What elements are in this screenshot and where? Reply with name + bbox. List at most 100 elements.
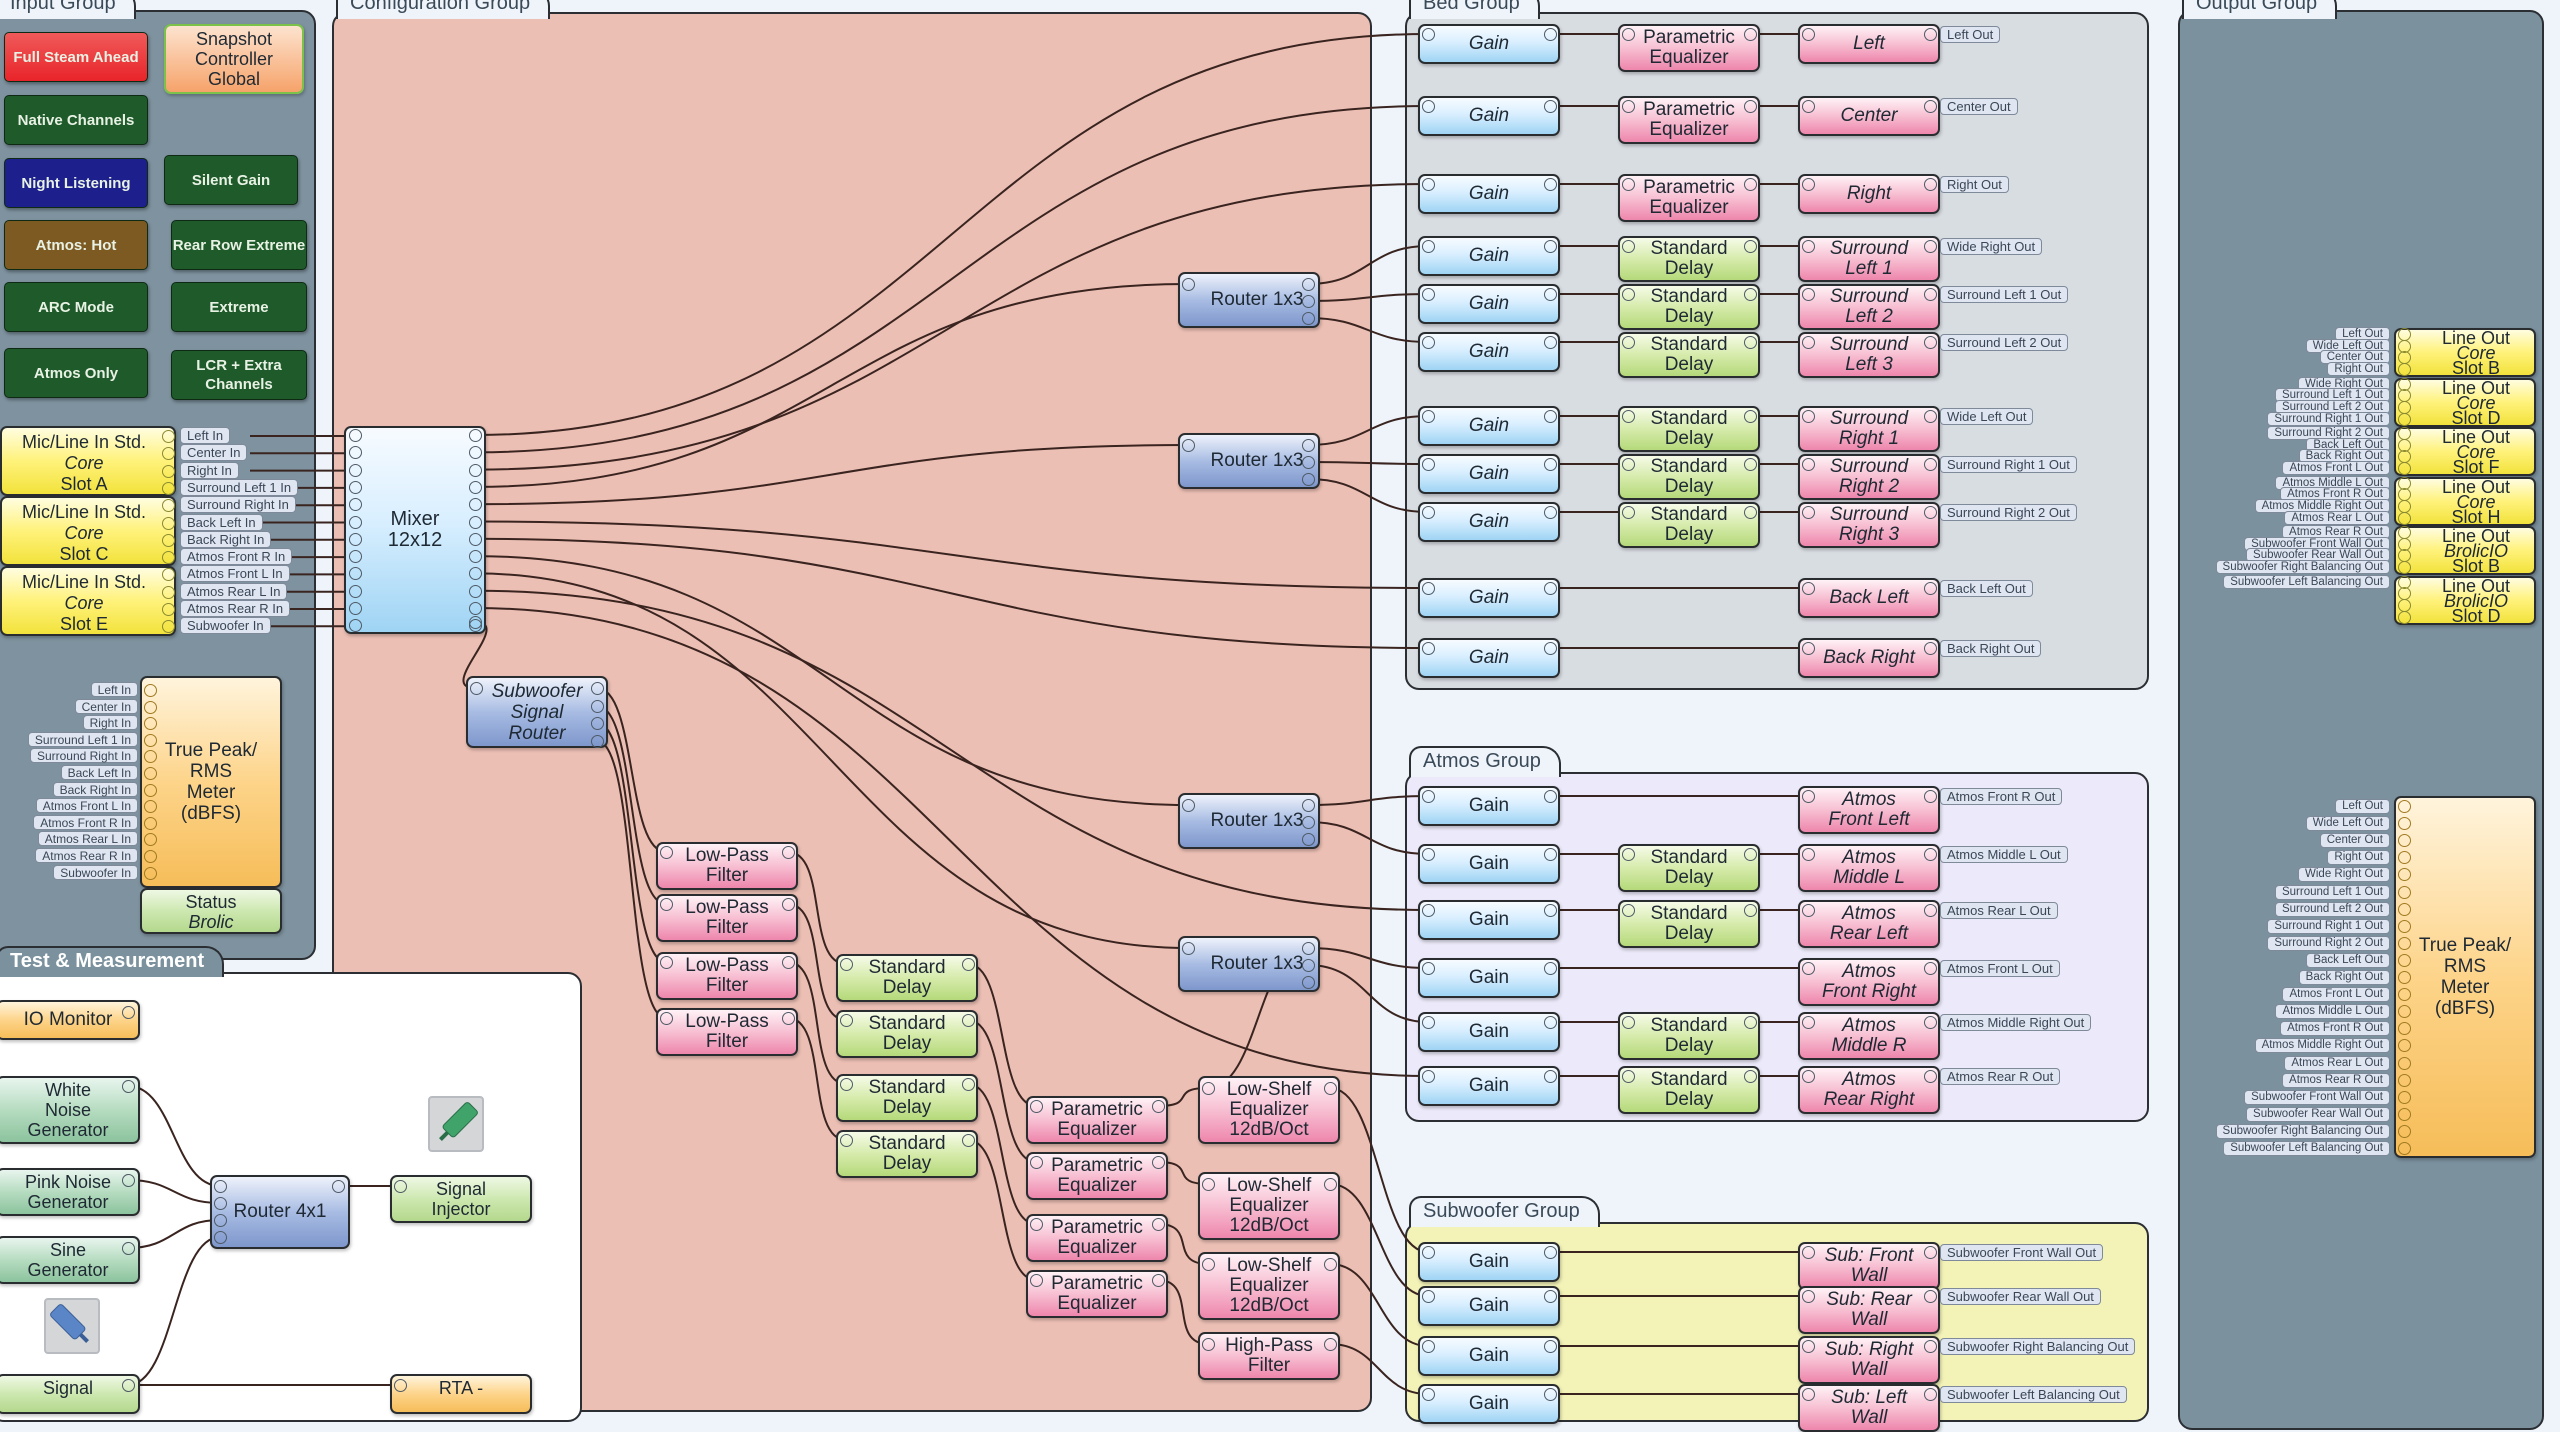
sub-output-channel[interactable]: Sub: Left Wall [1798, 1384, 1940, 1432]
delay-input-port[interactable] [1622, 904, 1635, 917]
input-port[interactable] [162, 533, 175, 547]
output-true-peak-meter[interactable]: True Peak/ RMS Meter (dBFS) [2394, 796, 2536, 1158]
config-standard-delay[interactable]: Standard Delay [836, 1010, 978, 1058]
bed-processor[interactable]: Standard Delay [1618, 454, 1760, 500]
delay-output-port[interactable] [962, 1134, 975, 1147]
filter-output-port[interactable] [1324, 1338, 1337, 1351]
channel-output-port[interactable] [1924, 458, 1937, 471]
channel-input-port[interactable] [1802, 336, 1815, 349]
gain-output-port[interactable] [1544, 288, 1557, 301]
eq-output-port[interactable] [1324, 1178, 1337, 1191]
delay-output-port[interactable] [1744, 848, 1757, 861]
gain-input-port[interactable] [1422, 642, 1435, 655]
meter-port[interactable] [144, 833, 157, 847]
snapshot-button[interactable]: Native Channels [4, 95, 148, 145]
mixer-input-port[interactable] [349, 446, 362, 460]
high-pass-filter[interactable]: High-Pass Filter [1198, 1332, 1340, 1380]
gain-input-port[interactable] [1422, 790, 1435, 803]
bed-processor[interactable]: Standard Delay [1618, 502, 1760, 548]
meter-port[interactable] [144, 850, 157, 863]
snapshot-button[interactable]: ARC Mode [4, 282, 148, 332]
mixer-input-port[interactable] [349, 602, 362, 615]
channel-output-port[interactable] [1924, 904, 1937, 917]
gain-input-port[interactable] [1422, 848, 1435, 861]
proc-output-port[interactable] [1744, 506, 1757, 519]
channel-output-port[interactable] [1924, 1388, 1937, 1401]
proc-output-port[interactable] [1744, 28, 1757, 41]
gain-output-port[interactable] [1544, 1290, 1557, 1303]
generator-output-port[interactable] [122, 1174, 135, 1187]
snapshot-button[interactable]: Rear Row Extreme [171, 220, 307, 270]
atmos-gain[interactable]: Gain [1418, 844, 1560, 884]
sub-gain[interactable]: Gain [1418, 1286, 1560, 1326]
eq-input-port[interactable] [1030, 1100, 1043, 1113]
mixer-input-port[interactable] [349, 463, 362, 477]
gain-output-port[interactable] [1544, 506, 1557, 519]
meter-port[interactable] [144, 767, 157, 780]
gain-output-port[interactable] [1544, 240, 1557, 253]
gain-input-port[interactable] [1422, 28, 1435, 41]
channel-output-port[interactable] [1924, 28, 1937, 41]
meter-port[interactable] [2398, 902, 2411, 916]
config-parametric-equalizer[interactable]: Parametric Equalizer [1026, 1152, 1168, 1200]
gain-input-port[interactable] [1422, 288, 1435, 301]
meter-port[interactable] [144, 750, 157, 764]
filter-input-port[interactable] [660, 956, 673, 969]
line-out-port[interactable] [2398, 610, 2411, 624]
atmos-output-channel[interactable]: Atmos Middle R [1798, 1012, 1940, 1060]
mixer-output-port[interactable] [469, 498, 482, 512]
channel-input-port[interactable] [1802, 1340, 1815, 1353]
snapshot-controller-global[interactable]: Snapshot Controller Global [164, 24, 304, 94]
channel-input-port[interactable] [1802, 790, 1815, 803]
bed-gain[interactable]: Gain [1418, 96, 1560, 136]
low-shelf-equalizer[interactable]: Low-Shelf Equalizer 12dB/Oct [1198, 1172, 1340, 1240]
router-output-port[interactable] [1302, 439, 1315, 452]
router-output-port[interactable] [1302, 942, 1315, 955]
proc-output-port[interactable] [1744, 336, 1757, 349]
meter-port[interactable] [2398, 936, 2411, 950]
bed-gain[interactable]: Gain [1418, 638, 1560, 678]
low-shelf-equalizer[interactable]: Low-Shelf Equalizer 12dB/Oct [1198, 1076, 1340, 1144]
channel-output-port[interactable] [1924, 288, 1937, 301]
gain-input-port[interactable] [1422, 1290, 1435, 1303]
delay-output-port[interactable] [962, 1078, 975, 1091]
meter-port[interactable] [2398, 885, 2411, 899]
router-output-port[interactable] [591, 700, 604, 713]
meter-port[interactable] [2398, 1022, 2411, 1036]
generator-output-port[interactable] [122, 1080, 135, 1093]
sub-output-channel[interactable]: Sub: Front Wall [1798, 1242, 1940, 1290]
filter-output-port[interactable] [782, 956, 795, 969]
eq-input-port[interactable] [1202, 1258, 1215, 1271]
mixer-input-port[interactable] [349, 550, 362, 564]
white-noise-generator[interactable]: White Noise Generator [0, 1076, 140, 1144]
atmos-group-tab[interactable]: Atmos Group [1409, 746, 1561, 777]
router-output-port[interactable] [1302, 295, 1315, 308]
delay-input-port[interactable] [1622, 1070, 1635, 1083]
proc-output-port[interactable] [1744, 410, 1757, 423]
meter-port[interactable] [2398, 1073, 2411, 1087]
mixer-output-port[interactable] [469, 616, 482, 629]
router-output-port[interactable] [1302, 833, 1315, 846]
delay-output-port[interactable] [1744, 904, 1757, 917]
channel-output-port[interactable] [1924, 962, 1937, 975]
router-1x3[interactable]: Router 1x3 [1178, 793, 1320, 849]
gain-output-port[interactable] [1544, 962, 1557, 975]
bed-processor[interactable]: Standard Delay [1618, 236, 1760, 282]
gain-input-port[interactable] [1422, 240, 1435, 253]
injector-input-port[interactable] [394, 1180, 407, 1193]
bed-output-channel[interactable]: Surround Left 2 [1798, 284, 1940, 330]
mixer-output-port[interactable] [469, 429, 482, 442]
channel-output-port[interactable] [1924, 410, 1937, 423]
eq-output-port[interactable] [1152, 1218, 1165, 1231]
router-input-port[interactable] [214, 1231, 227, 1244]
line-out-port[interactable] [2398, 462, 2411, 476]
router-output-port[interactable] [591, 682, 604, 695]
gain-output-port[interactable] [1544, 178, 1557, 191]
gain-output-port[interactable] [1544, 582, 1557, 595]
eq-input-port[interactable] [1202, 1082, 1215, 1095]
delay-output-port[interactable] [962, 958, 975, 971]
channel-input-port[interactable] [1802, 642, 1815, 655]
snapshot-button[interactable]: Silent Gain [164, 155, 298, 205]
